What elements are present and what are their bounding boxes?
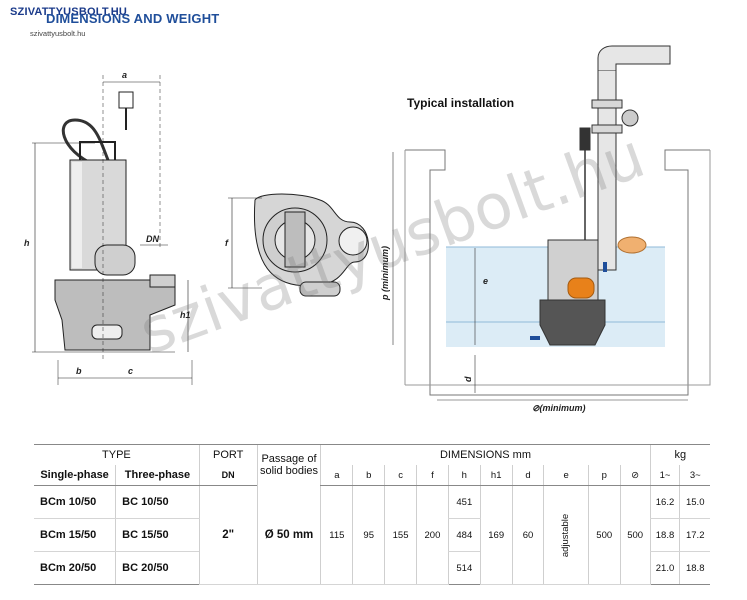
cell-c: 155 (384, 485, 417, 585)
cell-d: 60 (511, 485, 544, 585)
float-switch (94, 244, 136, 276)
dim-label-p: p (minimum) (380, 246, 390, 301)
cell-passage: Ø 50 mm (256, 485, 321, 585)
col-dim-f: f (416, 465, 449, 486)
dim-label-dn: DN (146, 234, 159, 244)
cell-h: 484 (447, 518, 481, 552)
table-row: BCm 20/50 BC 20/50 514 21.0 18.8 (34, 551, 710, 585)
cell-f: 200 (416, 485, 449, 585)
valve-handle (621, 109, 639, 127)
col-dim-d: d (511, 465, 544, 486)
cell-kg3: 15.0 (679, 485, 710, 519)
cell-single-model: BCm 15/50 (34, 518, 116, 552)
col-kg-three: 3~ (679, 465, 710, 486)
cell-three-model: BC 15/50 (115, 518, 200, 552)
col-kg-single: 1~ (649, 465, 680, 486)
dim-label-b: b (76, 366, 82, 376)
cell-single-model: BCm 20/50 (34, 551, 116, 585)
section-title: DIMENSIONS AND WEIGHT (46, 11, 220, 26)
col-dim-p: p (587, 465, 621, 486)
brand-logo-subtitle: szivattyusbolt.hu (30, 29, 86, 38)
table-row: BCm 10/50 BC 10/50 2" Ø 50 mm 115 95 155… (34, 485, 710, 585)
dim-label-e: e (483, 276, 488, 286)
specs-table: TYPE PORT Passage of solid bodies DIMENS… (34, 444, 710, 585)
dim-label-h1: h1 (180, 310, 191, 320)
col-dimensions: DIMENSIONS mm (320, 444, 651, 465)
technical-drawings: a h h1 DN b c f (24, 45, 711, 413)
dim-label-a: a (122, 70, 127, 80)
col-port: PORT (198, 444, 258, 465)
cell-kg3: 17.2 (679, 518, 710, 552)
cell-single-model: BCm 10/50 (34, 485, 116, 519)
cell-kg3: 18.8 (679, 551, 710, 585)
plug-icon (118, 91, 134, 109)
col-three-phase: Three-phase (115, 465, 200, 486)
col-single-phase: Single-phase (34, 465, 116, 486)
dim-label-c: c (128, 366, 133, 376)
float-switch-installed (567, 277, 595, 299)
cell-h1: 169 (479, 485, 513, 585)
col-dim-h1: h1 (479, 465, 513, 486)
cell-p: 500 (587, 485, 621, 585)
cell-h: 514 (447, 551, 481, 585)
cell-b: 95 (352, 485, 385, 585)
col-type: TYPE (34, 444, 200, 465)
col-dim-c: c (384, 465, 417, 486)
col-kg: kg (649, 444, 710, 465)
dim-label-d: d (463, 376, 473, 382)
cell-port: 2" (198, 485, 258, 585)
pump-top-view (228, 193, 369, 297)
cell-three-model: BC 10/50 (115, 485, 200, 519)
cell-e-text: adjustable (560, 513, 572, 557)
brand-logo-text: SZIVATTYUSBOLT.HU (10, 6, 128, 18)
pump-side-view (32, 75, 193, 385)
cell-kg1: 21.0 (649, 551, 680, 585)
cell-e: adjustable (543, 485, 589, 585)
col-passage: Passage of solid bodies (256, 444, 321, 486)
dim-label-f: f (225, 238, 229, 248)
col-dim-h: h (447, 465, 481, 486)
dim-label-h: h (24, 238, 30, 248)
col-port-dn: DN (198, 465, 258, 486)
cell-h: 451 (447, 485, 481, 519)
installation-diagram (392, 45, 711, 401)
installation-title: Typical installation (407, 96, 515, 110)
col-dim-a: a (320, 465, 353, 486)
col-dim-diameter: ⊘ (619, 465, 651, 486)
col-dim-e: e (543, 465, 589, 486)
cable-loop (61, 118, 110, 167)
pump-volute (54, 279, 176, 351)
cell-diameter: 500 (619, 485, 651, 585)
cell-kg1: 16.2 (649, 485, 680, 519)
table-row: BCm 15/50 BC 15/50 484 18.8 17.2 (34, 518, 710, 552)
cell-kg1: 18.8 (649, 518, 680, 552)
cell-a: 115 (320, 485, 353, 585)
col-dim-b: b (352, 465, 385, 486)
cell-three-model: BC 20/50 (115, 551, 200, 585)
dim-label-diameter: ⊘(minimum) (532, 403, 586, 413)
